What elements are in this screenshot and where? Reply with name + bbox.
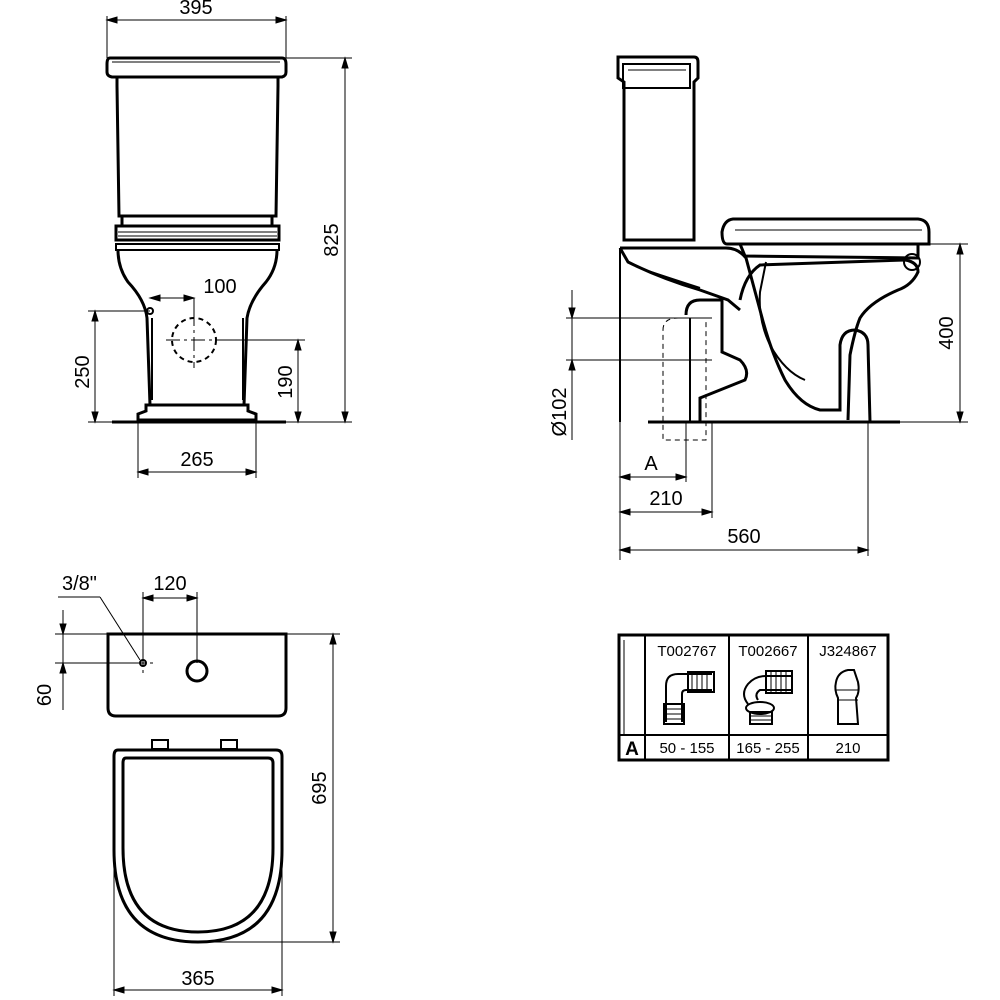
dim-side-wall-to-outlet	[618, 422, 714, 518]
dim-top-width-label: 365	[181, 968, 214, 990]
angled-pan-connector-icon	[663, 671, 715, 725]
connector-range-3: 210	[835, 740, 860, 757]
dim-top-inlet-spacing-label: 120	[153, 573, 186, 595]
offset-pan-connector-icon	[743, 670, 793, 725]
dim-side-outlet-diameter	[566, 290, 712, 440]
straight-pan-connector-icon	[834, 669, 860, 725]
dim-front-width-top-label: 395	[179, 0, 212, 19]
connector-table-grid	[617, 633, 890, 762]
dim-side-wall-to-outlet-label: 210	[649, 488, 682, 510]
dim-front-width-top	[105, 16, 288, 58]
dim-top-width	[112, 850, 284, 996]
dim-top-depth-label: 695	[309, 771, 331, 804]
top-view-outline	[58, 596, 288, 944]
top-view: 3/8" 120 60 695	[34, 573, 340, 996]
dim-front-floor-to-inlet-label: 250	[72, 355, 94, 388]
dim-front-base-width-label: 265	[180, 449, 213, 471]
side-view-outline	[616, 55, 931, 441]
dim-top-inlet-from-back-label: 60	[34, 684, 56, 706]
dim-side-depth	[618, 422, 870, 556]
connector-code-1: T002767	[657, 643, 716, 660]
dim-front-inlet-offset	[148, 294, 196, 318]
dim-top-depth	[198, 632, 340, 944]
dim-front-height	[286, 56, 352, 424]
dim-front-floor-to-bolt	[222, 338, 305, 424]
dim-top-inlet-thread-label: 3/8"	[62, 573, 97, 595]
connector-code-2: T002667	[738, 643, 797, 660]
dim-side-a	[618, 422, 688, 560]
dim-front-inlet-offset-label: 100	[203, 276, 236, 298]
connector-row-label: A	[625, 739, 639, 760]
dim-side-seat-height-label: 400	[936, 316, 958, 349]
front-view-outline	[105, 56, 288, 424]
dim-front-base-width	[136, 420, 258, 478]
side-view: Ø102 A 210 560 400	[549, 55, 968, 560]
connector-range-1: 50 - 155	[659, 740, 714, 757]
dim-side-depth-label: 560	[727, 526, 760, 548]
connector-range-2: 165 - 255	[736, 740, 799, 757]
dim-front-height-label: 825	[321, 223, 343, 256]
connector-code-3: J324867	[819, 643, 877, 660]
dim-side-outlet-diameter-label: Ø102	[549, 388, 571, 437]
connector-table: T002767 50 - 155 T002667	[617, 633, 890, 762]
dim-side-seat-height	[870, 242, 968, 424]
dim-front-floor-to-bolt-label: 190	[275, 365, 297, 398]
front-view: 395 825 100 250 190	[72, 0, 352, 478]
dim-top-inlet-from-back	[55, 610, 143, 710]
dim-front-floor-to-inlet	[88, 309, 150, 424]
dim-top-inlet-spacing	[141, 592, 199, 663]
dim-side-a-label: A	[644, 453, 658, 475]
